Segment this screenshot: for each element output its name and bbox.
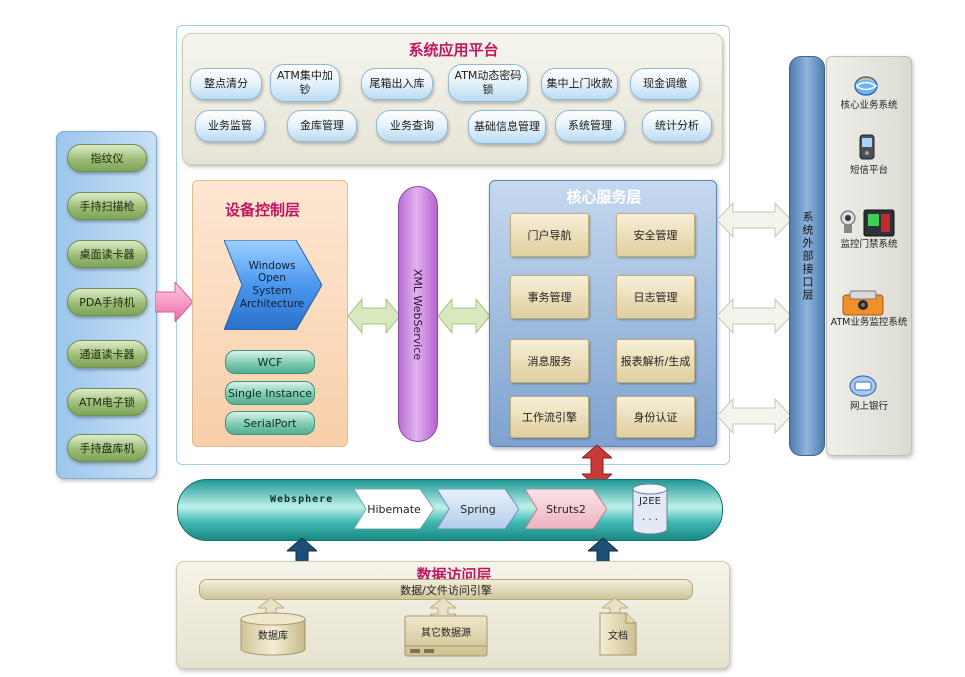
wcf-component[interactable]: WCF — [225, 350, 315, 374]
core-item-4[interactable]: 日志管理 — [616, 275, 695, 319]
core-item-3[interactable]: 事务管理 — [510, 275, 589, 319]
app-item-2[interactable]: ATM集中加钞 — [270, 64, 340, 102]
core-item-6[interactable]: 报表解析/生成 — [616, 339, 695, 383]
framework-spring[interactable]: Spring — [460, 502, 496, 516]
app-item-10[interactable]: 基础信息管理 — [468, 110, 546, 144]
j2ee-more: . . . — [642, 511, 658, 523]
external-system-3[interactable]: 监控门禁系统 — [840, 239, 898, 250]
spring-chevron — [437, 489, 519, 529]
external-interface-bar: 系统外部接口层 — [789, 56, 825, 456]
xml-webservice-bar: XML WebService — [398, 186, 438, 442]
globe-icon — [854, 76, 878, 96]
device-item-3[interactable]: 桌面读卡器 — [67, 240, 147, 268]
app-item-6[interactable]: 现金调缴 — [630, 68, 700, 100]
wosa-chevron — [224, 240, 322, 330]
double-arrow-left — [348, 297, 400, 335]
camera-door-icon — [840, 209, 895, 237]
single-instance-component[interactable]: Single Instance — [225, 381, 315, 405]
data-source-document[interactable]: 文档 — [608, 630, 628, 642]
external-system-1[interactable]: 核心业务系统 — [840, 100, 898, 111]
app-platform-title: 系统应用平台 — [408, 40, 499, 59]
online-bank-icon — [849, 375, 877, 397]
app-item-4[interactable]: ATM动态密码锁 — [448, 64, 528, 102]
app-item-11[interactable]: 系统管理 — [555, 110, 625, 142]
wosa-label: Windows Open System Architecture — [239, 259, 305, 310]
serialport-component[interactable]: SerialPort — [225, 411, 315, 435]
double-arrow-ext-2 — [717, 297, 791, 335]
app-item-5[interactable]: 集中上门收款 — [541, 68, 618, 100]
app-item-1[interactable]: 整点清分 — [190, 68, 262, 100]
device-item-4[interactable]: PDA手持机 — [67, 288, 147, 316]
data-engine-bar: 数据/文件访问引擎 — [199, 579, 693, 600]
app-item-8[interactable]: 金库管理 — [287, 110, 357, 142]
other-source-icon — [404, 615, 488, 657]
app-item-7[interactable]: 业务监管 — [195, 110, 265, 142]
double-arrow-ext-3 — [717, 397, 791, 435]
j2ee-cylinder — [632, 483, 668, 535]
core-item-7[interactable]: 工作流引擎 — [510, 396, 589, 438]
framework-struts[interactable]: Struts2 — [546, 502, 586, 516]
framework-hibernate[interactable]: Hibemate — [367, 502, 421, 516]
j2ee-label: J2EE — [639, 495, 661, 507]
external-system-4[interactable]: ATM业务监控系统 — [830, 317, 908, 328]
struts-chevron — [525, 489, 607, 529]
pink-arrow — [155, 282, 193, 322]
red-vertical-arrow — [582, 445, 612, 487]
app-item-3[interactable]: 尾箱出入库 — [361, 68, 433, 100]
core-item-1[interactable]: 门户导航 — [510, 213, 589, 257]
data-source-database[interactable]: 数据库 — [258, 630, 288, 642]
device-control-title: 设备控制层 — [225, 201, 301, 219]
data-source-other[interactable]: 其它数据源 — [421, 628, 471, 639]
device-item-2[interactable]: 手持扫描枪 — [67, 192, 147, 220]
device-item-7[interactable]: 手持盘库机 — [67, 434, 147, 462]
device-item-6[interactable]: ATM电子锁 — [67, 388, 147, 416]
database-cylinder — [240, 612, 306, 656]
device-item-5[interactable]: 通道读卡器 — [67, 340, 147, 368]
core-service-title: 核心服务层 — [566, 187, 642, 206]
external-system-5[interactable]: 网上银行 — [849, 401, 888, 412]
document-icon — [599, 612, 637, 656]
phone-icon — [859, 134, 875, 160]
atm-monitor-icon — [842, 290, 884, 316]
core-item-5[interactable]: 消息服务 — [510, 339, 589, 383]
external-system-2[interactable]: 短信平台 — [849, 165, 888, 176]
app-item-9[interactable]: 业务查询 — [376, 110, 448, 142]
double-arrow-ext-1 — [717, 201, 791, 239]
device-item-1[interactable]: 指纹仪 — [67, 144, 147, 172]
websphere-label: Websphere — [270, 494, 334, 505]
external-interface-label: 系统外部接口层 — [801, 210, 814, 302]
app-item-12[interactable]: 统计分析 — [642, 110, 712, 142]
core-item-8[interactable]: 身份认证 — [616, 396, 695, 438]
hibernate-chevron — [354, 489, 434, 529]
double-arrow-middle — [438, 297, 490, 335]
core-item-2[interactable]: 安全管理 — [616, 213, 695, 257]
xml-webservice-label: XML WebService — [411, 268, 425, 360]
